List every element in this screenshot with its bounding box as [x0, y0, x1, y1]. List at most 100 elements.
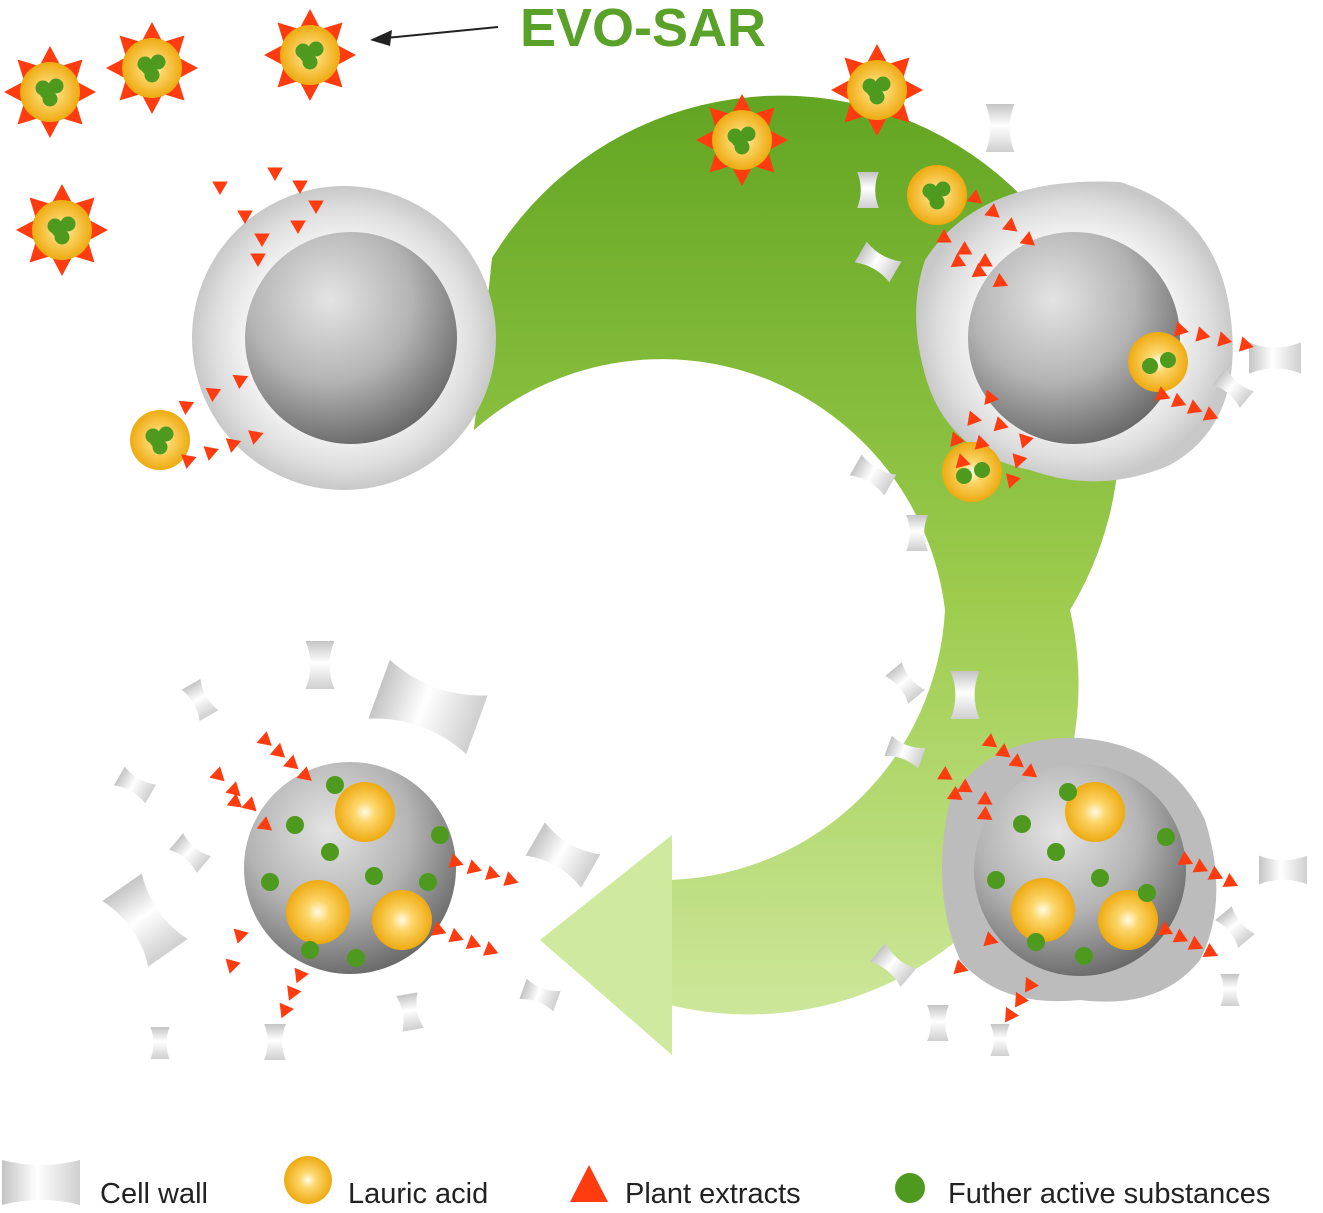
- legend-plant-extracts-icon: [570, 1165, 608, 1202]
- plant-extract-triangle: [448, 853, 464, 868]
- plant-extract-triangle: [290, 220, 306, 234]
- plant-extract-triangle: [1012, 453, 1028, 469]
- plant-extract-triangle: [993, 416, 1009, 432]
- legend: Cell wall Lauric acid Plant extracts Fut…: [2, 1156, 1270, 1210]
- legend-label-lauric-acid: Lauric acid: [348, 1178, 488, 1210]
- plant-extract-triangle: [1207, 865, 1224, 880]
- plant-extract-triangle: [256, 731, 272, 746]
- cell-wall-fragment: [305, 641, 335, 689]
- plant-extract-triangle: [1192, 858, 1209, 873]
- active-substance-dot: [1091, 869, 1109, 887]
- lauric-acid-ball: [1128, 332, 1188, 392]
- active-substance-dot: [301, 941, 319, 959]
- evo-sar-particle: [106, 22, 198, 114]
- plant-extract-triangle: [485, 865, 501, 880]
- plant-extract-triangle: [232, 374, 249, 389]
- lauric-acid-ball: [1098, 890, 1158, 950]
- title-pointer-arrow: [370, 26, 499, 46]
- plant-extract-triangle: [267, 167, 283, 181]
- plant-extract-triangle: [1177, 851, 1194, 865]
- lauric-acid-ball: [286, 880, 350, 944]
- lauric-acid-ball: [1065, 782, 1125, 842]
- cell-wall-fragment: [927, 1005, 949, 1041]
- active-substance-dot: [987, 871, 1005, 889]
- cell-wall-fragment: [990, 1024, 1010, 1056]
- plant-extract-triangle: [936, 229, 952, 243]
- plant-extract-triangle: [1008, 753, 1024, 768]
- legend-cell-wall-icon: [2, 1160, 80, 1205]
- plant-extract-triangle: [1186, 399, 1203, 414]
- plant-extract-triangle: [233, 928, 249, 944]
- plant-extract-triangle: [1002, 217, 1018, 232]
- active-substance-dot: [731, 132, 747, 148]
- cell-wall-fragment: [264, 1024, 286, 1060]
- plant-extract-triangle: [966, 189, 983, 204]
- plant-extract-triangle: [283, 754, 299, 770]
- cell-wall-fragment: [169, 833, 211, 873]
- plant-extract-triangle: [212, 181, 228, 195]
- plant-extract-triangle: [178, 400, 195, 415]
- legend-label-active-substances: Futher active substances: [948, 1178, 1270, 1210]
- cell-wall-fragment: [396, 992, 424, 1032]
- plant-extract-triangle: [448, 927, 464, 943]
- plant-extract-triangle: [203, 446, 219, 461]
- plant-extract-triangle: [937, 766, 953, 780]
- plant-extract-triangle: [983, 931, 999, 947]
- plant-extract-triangle: [1202, 406, 1219, 421]
- plant-extract-triangle: [296, 766, 312, 781]
- cell-wall-fragment: [519, 978, 561, 1012]
- active-substance-dot: [1027, 933, 1045, 951]
- plant-extract-triangle: [953, 959, 969, 975]
- evo-sar-particle: [831, 44, 923, 136]
- plant-extract-triangle: [1222, 873, 1239, 887]
- cell-wall-fragment: [1249, 342, 1301, 374]
- plant-extract-triangle: [995, 743, 1011, 758]
- cell-wall-fragment: [181, 679, 219, 721]
- plant-extract-triangle: [1217, 331, 1233, 347]
- active-substance-dot: [261, 873, 279, 891]
- plant-extract-triangle: [984, 389, 999, 405]
- plant-extract-triangle: [225, 781, 241, 797]
- plant-extract-triangle: [225, 958, 241, 974]
- evo-sar-particle: [16, 184, 108, 276]
- active-substance-dot: [326, 776, 344, 794]
- active-substance-dot: [299, 47, 315, 63]
- active-substance-dot: [431, 826, 449, 844]
- lauric-acid-ball: [942, 442, 1002, 502]
- plant-extract-triangle: [977, 253, 993, 267]
- plant-extract-triangle: [294, 967, 309, 984]
- plant-extract-triangle: [483, 941, 499, 956]
- cell-wall-fragment: [102, 873, 188, 967]
- plant-extract-triangle: [241, 796, 257, 812]
- lauric-acid-particles: [130, 165, 1188, 950]
- plant-extract-triangle: [205, 387, 222, 402]
- plant-extract-triangle: [1172, 928, 1189, 943]
- plant-extract-triangle: [1238, 336, 1254, 352]
- active-substance-dot: [286, 816, 304, 834]
- legend-label-plant-extracts: Plant extracts: [625, 1178, 801, 1210]
- plant-extract-triangle: [1187, 935, 1204, 950]
- plant-extract-triangle: [976, 806, 993, 820]
- active-substance-dot: [1075, 947, 1093, 965]
- lauric-acid-ball: [907, 165, 967, 225]
- lauric-acid-ball: [1011, 878, 1075, 942]
- active-substance-dot: [39, 84, 55, 100]
- active-substance-dot: [141, 60, 157, 76]
- plant-extract-triangle: [254, 233, 270, 247]
- plant-extract-triangle: [1006, 473, 1021, 489]
- plant-extract-triangle: [955, 453, 971, 469]
- plant-extract-triangle: [1015, 991, 1029, 1008]
- plant-extract-triangle: [1025, 976, 1039, 993]
- lauric-acid-ball: [130, 410, 190, 470]
- plant-extract-triangle: [977, 791, 993, 805]
- plant-extract-triangle: [946, 786, 963, 800]
- cell-damaged-wall: [916, 181, 1233, 482]
- active-substance-dot: [419, 873, 437, 891]
- active-substance-dots: [261, 776, 1175, 967]
- plant-extract-triangle: [1195, 326, 1211, 342]
- plant-extract-triangle: [950, 431, 965, 447]
- cell-wall-fragment: [1220, 974, 1240, 1006]
- plant-extract-triangle: [1173, 321, 1189, 337]
- evo-sar-particle: [264, 9, 356, 101]
- cell-wall-fragment: [150, 1027, 170, 1059]
